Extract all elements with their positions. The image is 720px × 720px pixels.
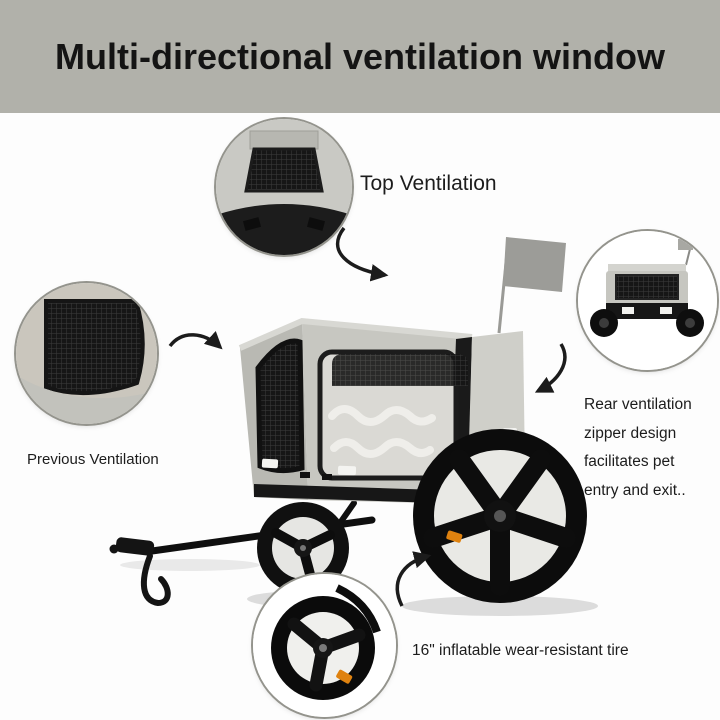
curved-arrow-top-icon <box>336 226 389 282</box>
roof-edge <box>238 317 473 351</box>
safety-flag <box>497 237 566 334</box>
wheel-reflector <box>446 530 463 543</box>
rear-view-callout <box>578 231 717 370</box>
top-mesh-window <box>244 147 324 193</box>
front-ventilation-callout <box>16 283 157 424</box>
front-mesh-closeup <box>44 299 145 396</box>
tire-reflector <box>336 669 353 684</box>
front-mesh-window <box>255 338 305 474</box>
front-reflector <box>261 458 279 469</box>
curved-arrow-bottom-icon <box>395 551 432 607</box>
side-mesh-band <box>332 354 468 386</box>
rear-wheel <box>413 429 587 603</box>
front-wheel <box>257 502 349 594</box>
tire-caption: 16" inflatable wear-resistant tire <box>412 642 629 659</box>
title-banner: Multi-directional ventilation window <box>0 0 720 113</box>
curved-arrow-left-icon <box>168 331 223 350</box>
curved-arrow-right-icon <box>534 343 567 393</box>
trailer-body <box>238 317 525 504</box>
rear-mesh-window <box>615 274 679 300</box>
top-ventilation-label: Top Ventilation <box>360 172 497 195</box>
front-ventilation-label: Previous Ventilation <box>27 451 159 468</box>
top-ventilation-callout <box>216 119 352 255</box>
rear-ventilation-caption: Rear ventilation zipper design facilitat… <box>584 396 692 500</box>
side-reflector <box>337 465 357 476</box>
tire-callout <box>253 574 396 717</box>
safety-strap <box>140 553 171 607</box>
poster-title: Multi-directional ventilation window <box>55 35 665 77</box>
side-window <box>317 349 468 481</box>
